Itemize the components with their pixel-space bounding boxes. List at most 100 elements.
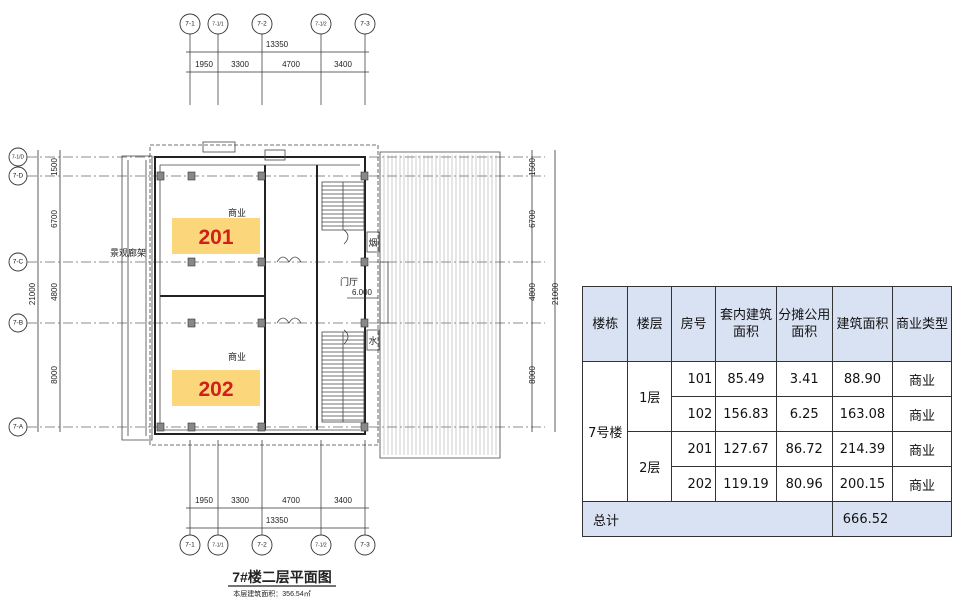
left-grid-bubbles: 7-1/D 7-D 7-C 7-B 7-A (8, 147, 28, 437)
room-cell: 202 (671, 466, 717, 502)
total-label: 总计 (582, 501, 833, 537)
stairs (321, 181, 365, 423)
grid-label: 7-2 (257, 21, 267, 28)
lobby-label: 门厅 (340, 276, 358, 287)
floor-plan-drawing: 7-1 7-1/1 7-2 7-1/2 7-3 13350 1950 3300 … (8, 13, 560, 598)
top-grid-bubbles: 7-1 7-1/1 7-2 7-1/2 7-3 (179, 13, 376, 35)
building-cell: 7号楼 (581, 361, 629, 502)
inner-cell: 85.49 (715, 361, 777, 397)
grid-label: 7-3 (360, 21, 370, 28)
table-row: 7号楼 1层 101 85.49 3.41 88.90 商业 (581, 361, 952, 502)
area-cell: 200.15 (831, 466, 894, 502)
header-building: 楼栋 (581, 286, 629, 362)
elevation-label: 6.000 (352, 288, 373, 297)
grid-label: 7-1 (185, 542, 195, 549)
grid-label: 7-A (13, 424, 24, 431)
grid-label: 7-1/1 (212, 542, 224, 548)
grid-label: 7-1 (185, 21, 195, 28)
grid-label: 7-1/D (12, 154, 25, 160)
type-cell: 商业 (892, 431, 952, 467)
room-tag-201: 201 (172, 218, 260, 254)
dim-left-seg: 6700 (50, 210, 59, 228)
bottom-dimensions: 1950 3300 4700 3400 13350 (186, 440, 369, 535)
grid-label: 7-2 (257, 542, 267, 549)
grid-label: 7-1/1 (212, 21, 224, 27)
dim-seg-bottom: 4700 (282, 496, 300, 505)
floor-cell: 1层 (627, 361, 673, 432)
area-table: 楼栋 楼层 房号 套内建筑面积 分摊公用面积 建筑面积 商业类型 7号楼 1层 … (581, 286, 953, 537)
grid-label: 7-1/2 (315, 21, 327, 27)
dim-seg-bottom: 3400 (334, 496, 352, 505)
type-cell: 商业 (892, 361, 952, 397)
table-header-row: 楼栋 楼层 房号 套内建筑面积 分摊公用面积 建筑面积 商业类型 (581, 286, 952, 362)
grid-label: 7-1/2 (315, 542, 327, 548)
bottom-grid-bubbles: 7-1 7-1/1 7-2 7-1/2 7-3 (179, 534, 376, 556)
header-gross-area: 建筑面积 (831, 286, 894, 362)
dim-left-total: 21000 (28, 282, 37, 305)
table-row: 2层 201 127.67 86.72 214.39 商业 (583, 431, 952, 502)
area-cell: 214.39 (831, 431, 894, 467)
top-dimensions: 13350 1950 3300 4700 3400 (186, 34, 369, 105)
total-value: 666.52 (831, 501, 953, 537)
shared-cell: 6.25 (775, 396, 833, 432)
water-label: 水 (368, 335, 377, 346)
type-cell: 商业 (892, 396, 952, 432)
room-tag-201-text: 201 (198, 226, 233, 249)
grid-label: 7-B (13, 320, 23, 327)
dim-seg-bottom: 3300 (231, 496, 249, 505)
area-cell: 163.08 (831, 396, 894, 432)
room-cell: 201 (671, 431, 717, 467)
dim-total-bottom: 13350 (266, 516, 289, 525)
dim-right-seg: 6700 (528, 210, 537, 228)
dim-right-seg: 8000 (528, 366, 537, 384)
inner-cell: 156.83 (715, 396, 777, 432)
pergola-label: 景观廊架 (110, 247, 146, 258)
room-tag-202: 202 (172, 370, 260, 406)
dim-left-seg: 1500 (50, 158, 59, 176)
grid-label: 7-D (13, 173, 24, 180)
table-row: 102 156.83 6.25 163.08 商业 (583, 396, 952, 432)
inner-cell: 127.67 (715, 431, 777, 467)
shared-cell: 3.41 (775, 361, 833, 397)
room-tag-202-text: 202 (198, 378, 233, 401)
dim-seg-top: 4700 (282, 60, 300, 69)
dim-right-total: 21000 (551, 282, 560, 305)
deck-hatching (379, 151, 501, 459)
header-type: 商业类型 (892, 286, 952, 362)
dim-seg-top: 3400 (334, 60, 352, 69)
dim-seg-top: 1950 (195, 60, 213, 69)
right-dimensions: 1500 6700 4800 8000 21000 (528, 150, 560, 432)
plan-subtitle: 本层建筑面积：356.54㎡ (233, 589, 310, 598)
doors (276, 229, 349, 345)
table-total-row: 总计 666.52 (582, 501, 953, 537)
dim-seg-top: 3300 (231, 60, 249, 69)
dim-right-seg: 4800 (528, 283, 537, 301)
floor-cell: 2层 (627, 431, 673, 502)
left-dimensions: 21000 1500 6700 4800 8000 (28, 150, 61, 432)
inner-cell: 119.19 (715, 466, 777, 502)
grid-label: 7-3 (360, 542, 370, 549)
dim-right-seg: 1500 (528, 158, 537, 176)
area-cell: 88.90 (831, 361, 894, 397)
pergola: 景观廊架 (110, 155, 153, 441)
room-cell: 102 (671, 396, 717, 432)
dim-total-top: 13350 (266, 40, 289, 49)
table-row: 202 119.19 80.96 200.15 商业 (583, 466, 952, 502)
grid-label: 7-C (13, 259, 24, 266)
horizontal-grid-lines (27, 156, 545, 428)
header-floor: 楼层 (627, 286, 673, 362)
header-room: 房号 (671, 286, 717, 362)
dim-left-seg: 8000 (50, 366, 59, 384)
room-cell: 101 (671, 361, 717, 397)
shared-cell: 80.96 (775, 466, 833, 502)
plan-title: 7#楼二层平面图 (232, 569, 332, 585)
room-label-commercial: 商业 (228, 207, 246, 218)
flue-label: 烟 (368, 237, 377, 248)
header-inner-area: 套内建筑面积 (715, 286, 777, 362)
columns (156, 171, 369, 432)
room-label-commercial: 商业 (228, 351, 246, 362)
header-shared-area: 分摊公用面积 (775, 286, 833, 362)
service-rooms: 烟 水 (366, 231, 389, 351)
dim-seg-bottom: 1950 (195, 496, 213, 505)
shared-cell: 86.72 (775, 431, 833, 467)
